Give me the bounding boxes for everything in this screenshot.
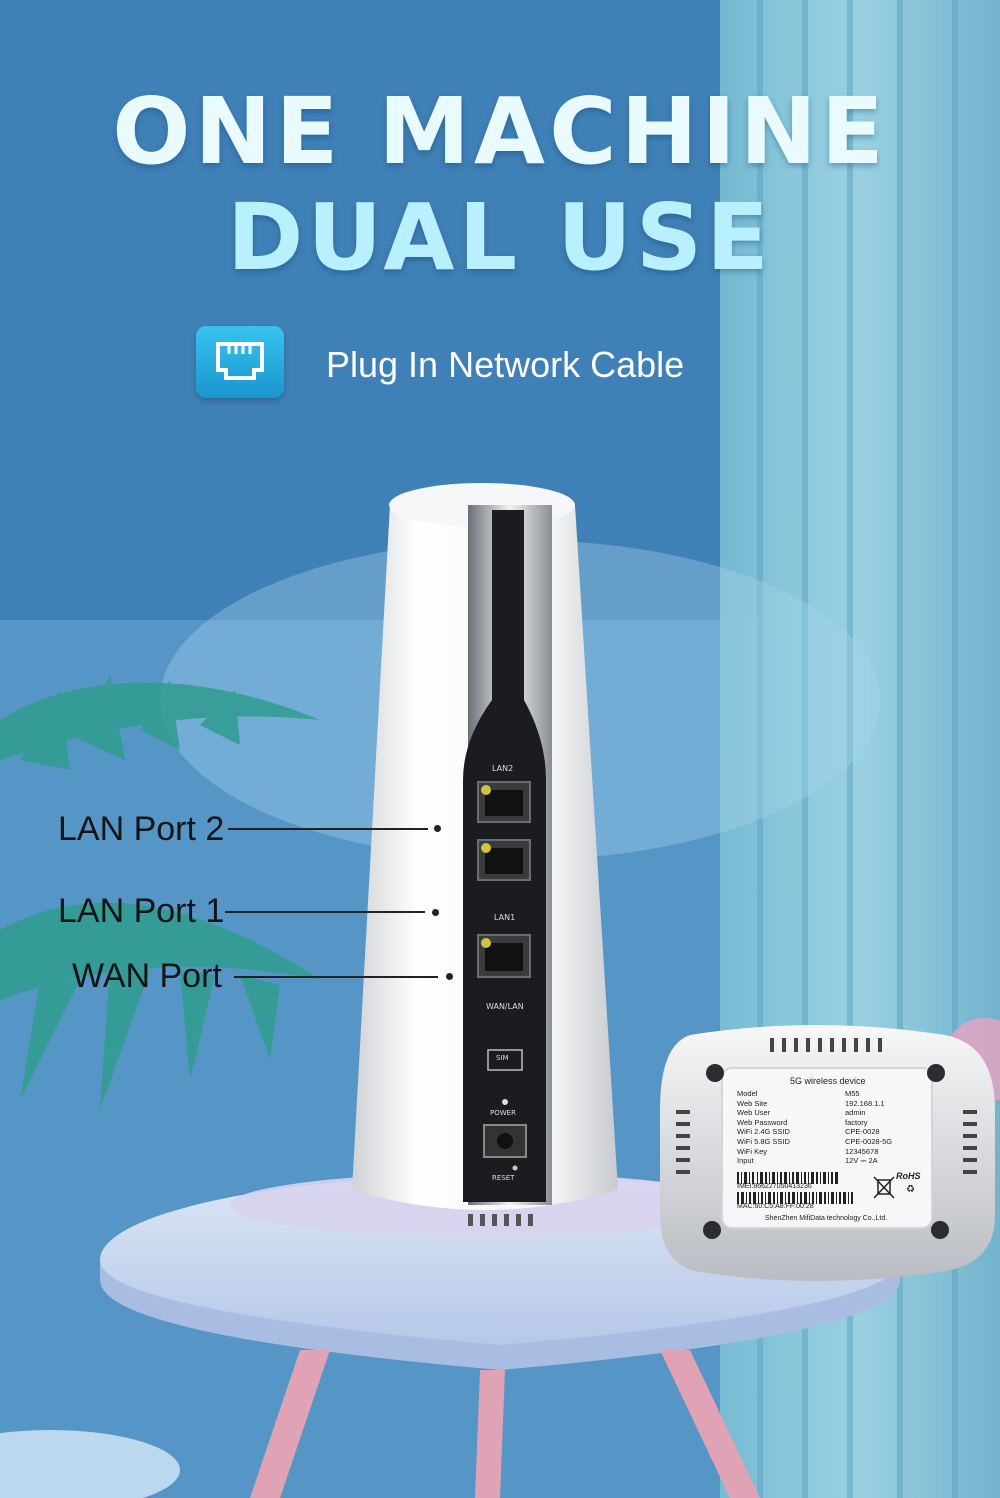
lan-port-1-dot <box>432 909 439 916</box>
ethernet-port-icon <box>196 326 284 398</box>
spec-key: Input <box>737 1156 754 1166</box>
wan-port-dot <box>446 973 453 980</box>
spec-value: factory <box>845 1117 868 1127</box>
feature-text: Plug In Network Cable <box>326 344 685 385</box>
lan-port-2-dot <box>434 825 441 832</box>
spec-key: Web Site <box>737 1098 768 1108</box>
spec-row: Web Password factory <box>737 1118 897 1128</box>
panel-label-power: POWER <box>490 1109 516 1117</box>
spec-row: Web User admin <box>737 1108 897 1118</box>
panel-label-sim: SIM <box>496 1054 509 1062</box>
spec-value: 192.168.1.1 <box>845 1098 885 1108</box>
spec-row: WiFi 2.4G SSID CPE-0028 <box>737 1127 897 1137</box>
panel-label-lan1: LAN1 <box>494 913 516 922</box>
panel-label-lan2: LAN2 <box>492 764 514 773</box>
lan-port-1-label: LAN Port 1 <box>58 892 225 930</box>
rohs-mark: RoHS <box>896 1171 921 1181</box>
lan-port-1-leader <box>225 911 425 913</box>
spec-row: Input 12V ⎓ 2A <box>737 1156 897 1166</box>
spec-row: Web Site 192.168.1.1 <box>737 1099 897 1109</box>
device-label-heading: 5G wireless device <box>790 1076 866 1086</box>
device-imei: IMEI:866227050413236 <box>737 1183 812 1190</box>
spec-value: CPE-0028-5G <box>845 1136 893 1146</box>
spec-value: 12345678 <box>845 1146 879 1156</box>
spec-value: CPE-0028 <box>845 1127 880 1137</box>
spec-key: WiFi 2.4G SSID <box>737 1127 790 1137</box>
spec-key: WiFi Key <box>737 1146 767 1156</box>
lan-port-2-label: LAN Port 2 <box>58 810 225 848</box>
headline-line-1: ONE MACHINE <box>112 78 888 185</box>
spec-row: WiFi 5.8G SSID CPE-0028-5G <box>737 1137 897 1147</box>
device-spec-list: Model M55 Web Site 192.168.1.1 Web User adm… <box>737 1089 897 1166</box>
lan-port-2-leader <box>228 828 428 830</box>
wan-port-label: WAN Port <box>72 957 222 995</box>
spec-value: 12V ⎓ 2A <box>845 1156 878 1166</box>
wan-port-leader <box>234 976 438 978</box>
panel-label-reset: RESET <box>492 1174 515 1182</box>
device-mac: MAC:60:C5:A8:FF:00:28 <box>737 1203 814 1210</box>
spec-value: admin <box>845 1108 866 1118</box>
device-maker: ShenZhen MifiData technology Co.,Ltd. <box>765 1215 888 1222</box>
panel-label-wan-lan: WAN/LAN <box>486 1002 524 1011</box>
recycle-icon: ♻ <box>906 1184 915 1195</box>
headline-line-2: DUAL USE <box>227 184 773 291</box>
spec-key: Web User <box>737 1108 771 1118</box>
spec-row: Model M55 <box>737 1089 897 1099</box>
spec-row: WiFi Key 12345678 <box>737 1147 897 1157</box>
spec-key: WiFi 5.8G SSID <box>737 1136 790 1146</box>
spec-key: Web Password <box>737 1117 788 1127</box>
spec-key: Model <box>737 1089 758 1098</box>
spec-value: M55 <box>845 1089 860 1098</box>
